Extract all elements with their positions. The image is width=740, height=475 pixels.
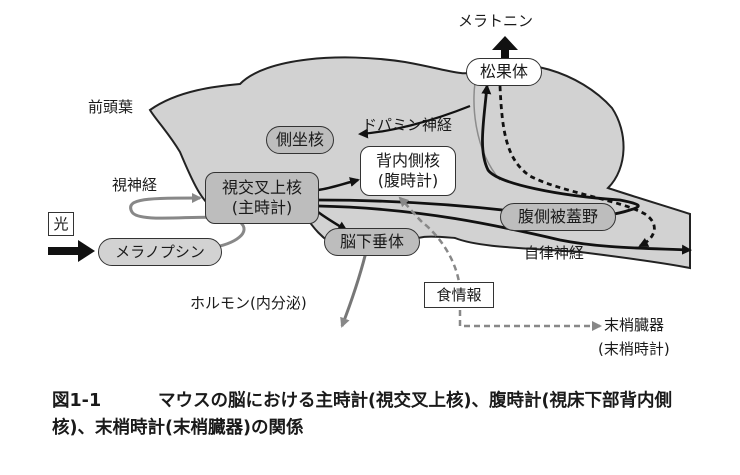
periph-label-line2: (末梢時計)	[598, 340, 670, 358]
scn-subtitle: (主時計)	[231, 198, 293, 217]
dmh-node: 背内側核 (腹時計)	[360, 146, 456, 196]
hormone-label: ホルモン(内分泌)	[190, 294, 307, 312]
pituitary-node: 脳下垂体	[324, 228, 420, 256]
optic-nerve-path	[129, 193, 246, 250]
autonomic-pathway	[317, 204, 692, 255]
hormone-arrow	[340, 251, 368, 328]
pineal-node: 松果体	[466, 58, 542, 86]
light-label: 光	[48, 212, 74, 236]
light-arrow	[48, 240, 95, 262]
food-info-node: 食情報	[424, 282, 494, 308]
melatonin-arrow	[492, 36, 518, 60]
food-to-dmh-arrow	[398, 196, 462, 291]
prefrontal-label: 前頭葉	[88, 98, 134, 116]
dmh-name: 背内側核	[375, 151, 440, 170]
pineal-pathway-inner	[498, 85, 656, 248]
dopamine-label: ドパミン神経	[362, 116, 453, 134]
scn-name: 視交叉上核	[221, 178, 302, 197]
vta-node: 腹側被蓋野	[500, 203, 616, 231]
dopamine-pathway	[358, 104, 471, 139]
pineal-pathway-outer	[317, 84, 640, 219]
periph-label-line1: 末梢臓器	[604, 316, 665, 334]
melatonin-label: メラトニン	[458, 12, 534, 30]
dmh-subtitle: (腹時計)	[377, 171, 439, 190]
scn-to-dmh-arrow	[317, 177, 360, 192]
melanopsin-node: メラノプシン	[98, 238, 222, 266]
optic-nerve-label: 視神経	[112, 176, 158, 194]
caption-label: 図1-1	[52, 391, 102, 411]
autonomic-label: 自律神経	[524, 244, 585, 262]
caption-text: マウスの脳における主時計(視交叉上核)、腹時計(視床下部背内側核)、末梢時計(末…	[52, 391, 672, 438]
scn-node: 視交叉上核 (主時計)	[205, 172, 319, 224]
nac-node: 側坐核	[266, 126, 334, 154]
food-to-periph-arrow	[458, 300, 602, 331]
